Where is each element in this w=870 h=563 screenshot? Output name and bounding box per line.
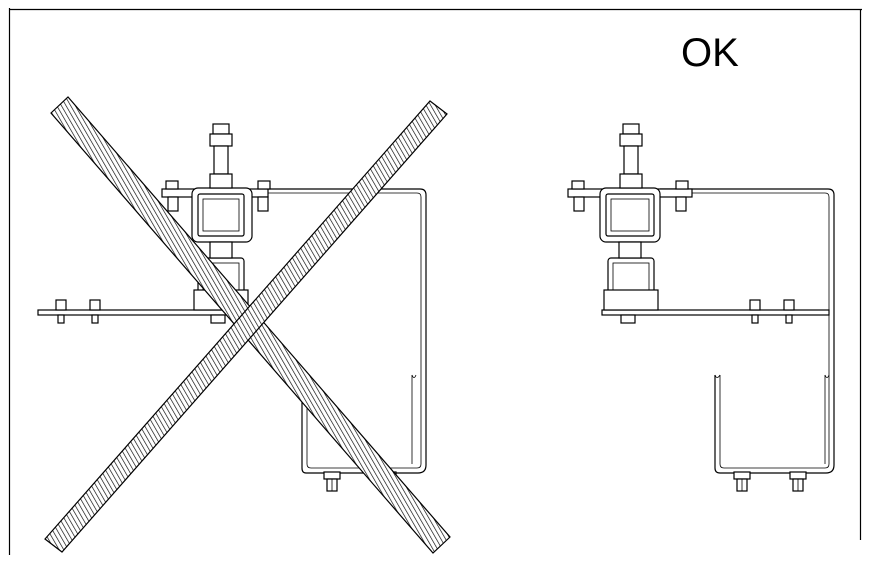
bottom-bolt-correct-2: [789, 471, 807, 492]
threaded-rod-incorrect: [209, 123, 233, 189]
plate-bolt-correct-2: [783, 299, 795, 324]
plate-bolt-incorrect-2: [89, 299, 101, 324]
lower-clamp-correct: [603, 257, 659, 324]
threaded-rod-correct: [619, 123, 643, 189]
upper-clamp-incorrect: [161, 180, 271, 259]
mounting-plate-correct: [601, 309, 830, 316]
correct-assembly: [567, 123, 835, 492]
wall-bracket-incorrect: [268, 188, 427, 474]
plate-bolt-correct-1: [749, 299, 761, 324]
upper-clamp-correct: [567, 180, 693, 259]
bottom-bolt-correct-1: [733, 471, 751, 492]
bottom-bolt-incorrect-1: [323, 471, 341, 492]
cross-out-bar-2: [44, 100, 448, 553]
cross-out-mark: [44, 96, 451, 554]
mounting-plate-incorrect: [37, 309, 249, 316]
ok-label: OK: [681, 31, 739, 75]
plate-bolt-incorrect-1: [55, 299, 67, 324]
wall-bracket-correct: [660, 188, 835, 474]
incorrect-assembly: [37, 96, 451, 554]
